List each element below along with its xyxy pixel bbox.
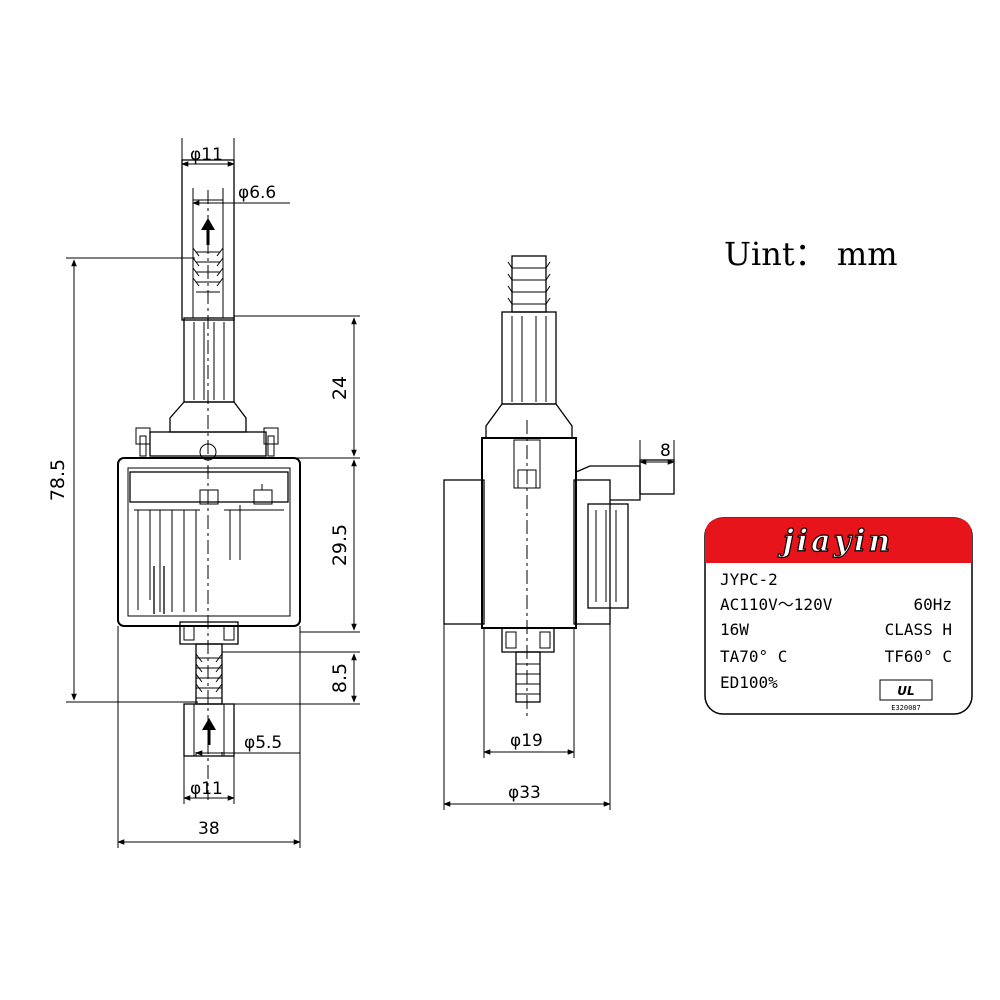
dim-top-outer-dia: φ11: [181, 138, 235, 167]
dim-top-section-text: 24: [329, 376, 351, 400]
ul-mark-text: UL: [897, 684, 914, 698]
dim-bottom-section-text: 8.5: [329, 663, 351, 693]
dim-terminal-text: 8: [660, 441, 671, 461]
label-duty: ED100%: [720, 673, 778, 692]
pump-head: [135, 401, 279, 461]
label-class: CLASS H: [885, 620, 952, 639]
dim-bottom-outer-dia: φ11: [183, 756, 235, 804]
dim-bottom-outer-dia-text: φ11: [190, 779, 223, 799]
label-header: [705, 518, 972, 563]
dim-top-outer-dia-text: φ11: [190, 145, 223, 165]
units-note: Uint： mm: [724, 235, 898, 273]
dim-coil-dia-text: φ19: [510, 731, 543, 751]
dim-bottom-section: 8.5: [222, 651, 360, 705]
dim-top-inner-dia: φ6.6: [192, 183, 290, 206]
dim-bottom-inner-dia-text: φ5.5: [244, 733, 282, 753]
label-model: JYPC-2: [720, 570, 778, 589]
dim-body-dia: φ33: [443, 624, 611, 810]
side-top-nozzle: [485, 255, 573, 439]
dim-top-section: 24: [234, 315, 360, 459]
dim-coil-dia: φ19: [483, 628, 575, 758]
label-brand: jiayin: [778, 524, 893, 559]
ul-cert-number: E320087: [891, 704, 921, 712]
front-view: φ11 φ6.6 78.5 24 29.5 8.5: [47, 138, 360, 848]
ul-mark-icon: UL E320087: [879, 679, 933, 712]
dim-bottom-inner-dia: φ5.5: [195, 733, 300, 756]
side-bottom-nozzle: [501, 627, 555, 703]
dim-body-height-text: 29.5: [329, 524, 351, 566]
dim-body-width: 38: [117, 626, 301, 848]
dim-body-height: 29.5: [300, 459, 360, 633]
side-body: [443, 437, 675, 629]
label-power: 16W: [720, 620, 749, 639]
label-voltage: AC110V～120V: [720, 595, 833, 614]
rating-label: jiayin JYPC-2 AC110V～120V 60Hz 16W CLASS…: [704, 517, 973, 715]
label-frequency: 60Hz: [913, 595, 952, 614]
side-view: 8 φ19 φ33: [443, 255, 675, 810]
label-ta: TA70° C: [720, 647, 787, 666]
dim-body-width-text: 38: [198, 819, 220, 839]
dim-overall-height-text: 78.5: [47, 459, 69, 501]
dim-terminal: 8: [639, 440, 675, 465]
dim-top-inner-dia-text: φ6.6: [238, 183, 276, 203]
label-tf: TF60° C: [885, 647, 952, 666]
dim-overall-height: 78.5: [47, 257, 198, 703]
dim-body-dia-text: φ33: [508, 783, 541, 803]
bottom-inlet-nozzle: [179, 621, 239, 757]
pump-body: [117, 457, 301, 627]
